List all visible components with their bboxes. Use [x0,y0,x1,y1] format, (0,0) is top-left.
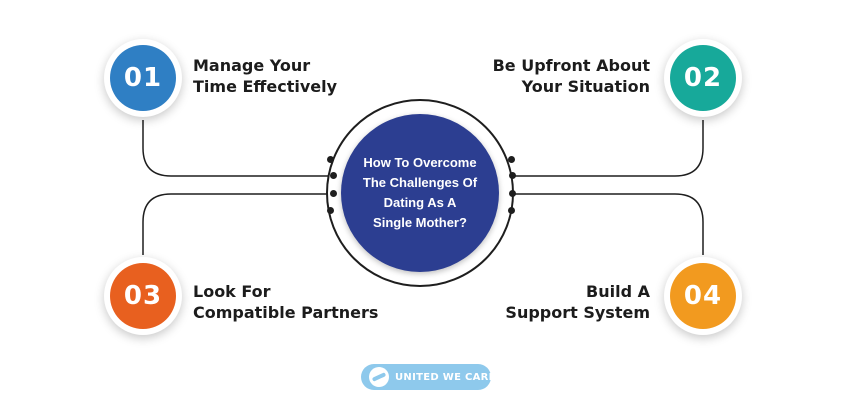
connector-01 [142,120,333,177]
connector-02 [512,120,704,177]
step-01-badge: 01 [104,39,182,117]
ring-dot [508,207,515,214]
step-03-number: 03 [110,263,176,329]
step-02-badge: 02 [664,39,742,117]
ring-dot [327,156,334,163]
step-04-badge: 04 [664,257,742,335]
step-04-line: Support System [505,303,650,322]
step-01-label: Manage Your Time Effectively [193,55,403,97]
ring-dot [330,190,337,197]
center-title: How To Overcome The Challenges Of Dating… [363,153,477,233]
center-title-line: How To Overcome [363,155,477,170]
ring-dot [509,172,516,179]
step-02-number: 02 [670,45,736,111]
connector-03 [142,193,333,255]
center-title-line: Dating As A [383,195,457,210]
globe-icon [369,367,389,387]
step-04-number: 04 [670,263,736,329]
connector-04 [512,193,704,255]
step-04-label: Build A Support System [440,281,650,323]
step-03-badge: 03 [104,257,182,335]
ring-dot [508,156,515,163]
step-04-line: Build A [586,282,650,301]
united-we-care-logo: UNITED WE CARE [361,364,495,390]
step-01-number: 01 [110,45,176,111]
center-circle: How To Overcome The Challenges Of Dating… [341,114,499,272]
step-02-label: Be Upfront About Your Situation [440,55,650,97]
step-02-line: Be Upfront About [492,56,650,75]
step-03-line: Compatible Partners [193,303,379,322]
step-01-line: Manage Your [193,56,311,75]
ring-dot [327,207,334,214]
step-03-label: Look For Compatible Partners [193,281,403,323]
ring-dot [330,172,337,179]
center-title-line: The Challenges Of [362,175,478,190]
step-02-line: Your Situation [521,77,650,96]
step-03-line: Look For [193,282,271,301]
ring-dot [509,190,516,197]
center-title-line: Single Mother? [373,215,467,230]
step-01-line: Time Effectively [193,77,338,96]
logo-text: UNITED WE CARE [395,371,496,383]
